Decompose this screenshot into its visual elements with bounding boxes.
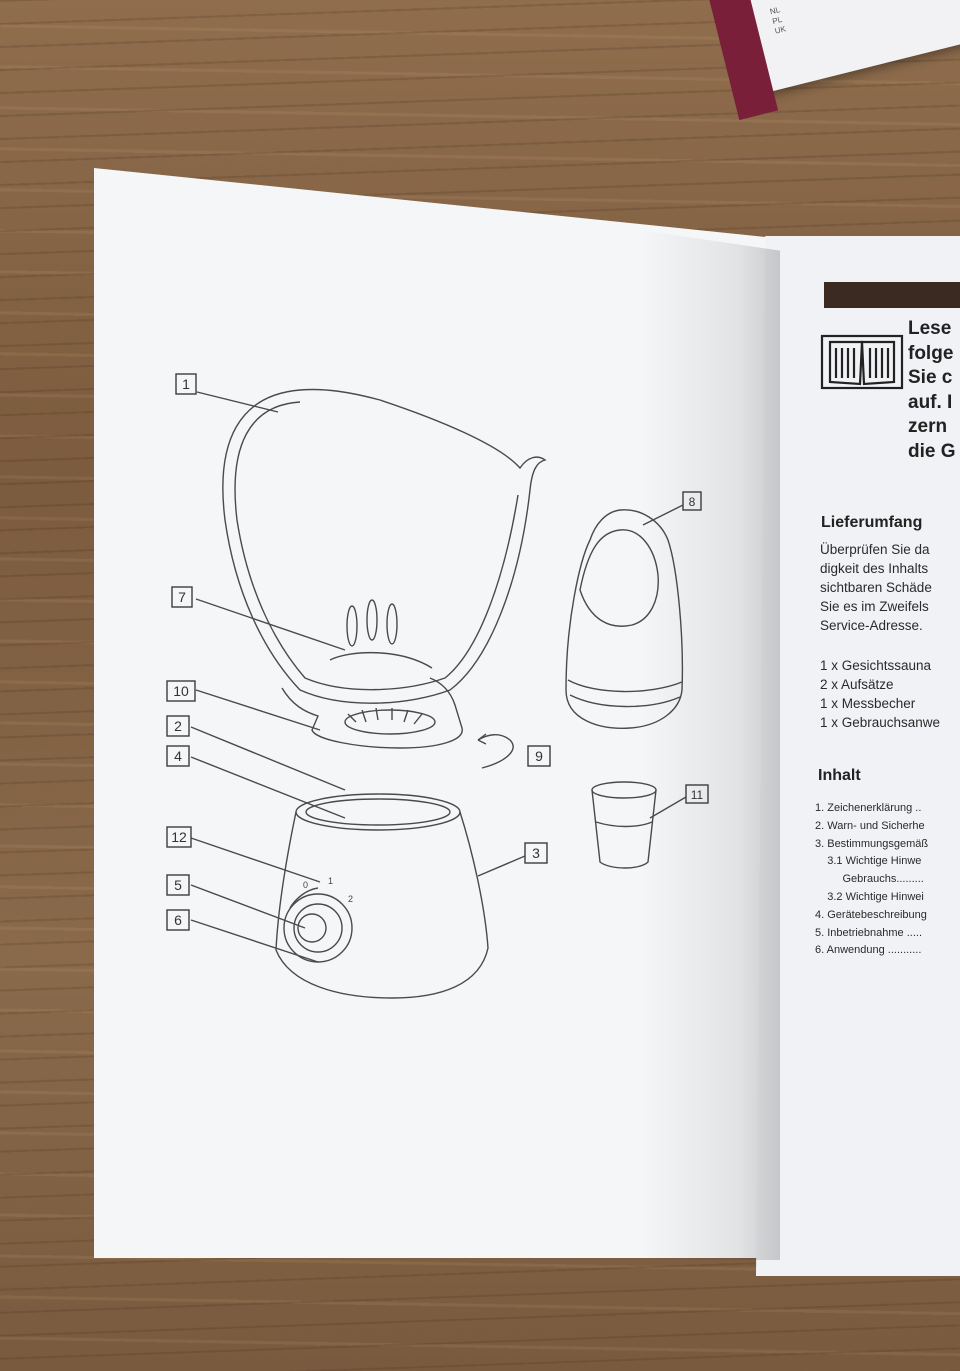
page-fold-shadow: [640, 230, 780, 1260]
warning-line: zern: [908, 416, 948, 437]
callout-12: 12: [171, 829, 187, 845]
knob-mark-1: 1: [328, 876, 333, 886]
warning-line: folge: [908, 342, 954, 364]
list-item: 1 x Gebrauchsanwe: [820, 715, 941, 730]
callout-3: 3: [532, 845, 540, 861]
list-item: 1 x Messbecher: [820, 696, 916, 711]
contents-list: 1 x Gesichtssauna 2 x Aufsätze 1 x Messb…: [820, 656, 960, 732]
callout-6: 6: [174, 912, 182, 928]
callout-10: 10: [173, 683, 189, 699]
callout-1: 1: [182, 376, 190, 392]
callout-5: 5: [174, 877, 182, 893]
toc-item: 1. Zeichenerklärung ..: [815, 802, 922, 814]
warning-line: die G: [908, 440, 956, 462]
toc-item: 3. Bestimmungsgemäß: [815, 837, 929, 850]
knob-mark-0: 0: [303, 880, 308, 890]
text-line: Service-Adresse.: [820, 618, 923, 633]
warning-line: Lese: [908, 318, 952, 339]
lieferumfang-text: Überprüfen Sie da digkeit des Inhalts si…: [820, 540, 960, 635]
book-icon: [820, 334, 904, 390]
inhalt-heading: Inhalt: [818, 767, 861, 784]
toc-item: 3.2 Wichtige Hinwei: [815, 890, 924, 903]
callout-2: 2: [174, 718, 182, 734]
knob-mark-2: 2: [348, 894, 353, 904]
warning-text: Lese folge Sie c auf. I zern die G: [908, 317, 960, 464]
warning-line: Sie c: [908, 367, 953, 388]
manual-right-page: [756, 236, 960, 1276]
toc-item: 2. Warn- und Sicherhe: [815, 819, 925, 832]
text-line: Sie es im Zweifels: [820, 599, 929, 614]
toc-item: 5. Inbetriebnahme .....: [815, 926, 923, 939]
list-item: 1 x Gesichtssauna: [820, 658, 932, 673]
callout-7: 7: [178, 589, 186, 605]
face-mask-shape: [222, 388, 547, 704]
text-line: Überprüfen Sie da: [820, 542, 930, 557]
toc-item: Gebrauchs.........: [815, 873, 924, 886]
toc-item: 3.1 Wichtige Hinwe: [815, 855, 922, 868]
callout-8: 8: [689, 495, 696, 509]
section-header-bar: [824, 282, 960, 308]
text-line: digkeit des Inhalts: [820, 561, 929, 576]
toc-item: 6. Anwendung ...........: [815, 944, 922, 957]
warning-line: auf. I: [908, 391, 953, 413]
callout-11: 11: [691, 788, 704, 802]
lieferumfang-heading: Lieferumfang: [821, 514, 923, 531]
list-item: 2 x Aufsätze: [820, 677, 894, 692]
callout-9: 9: [535, 748, 543, 764]
callout-4: 4: [174, 748, 182, 764]
text-line: sichtbaren Schäde: [820, 580, 932, 595]
table-of-contents: 1. Zeichenerklärung .. 2. Warn- und Sich…: [815, 800, 960, 960]
toc-item: 4. Gerätebeschreibung: [815, 908, 927, 921]
